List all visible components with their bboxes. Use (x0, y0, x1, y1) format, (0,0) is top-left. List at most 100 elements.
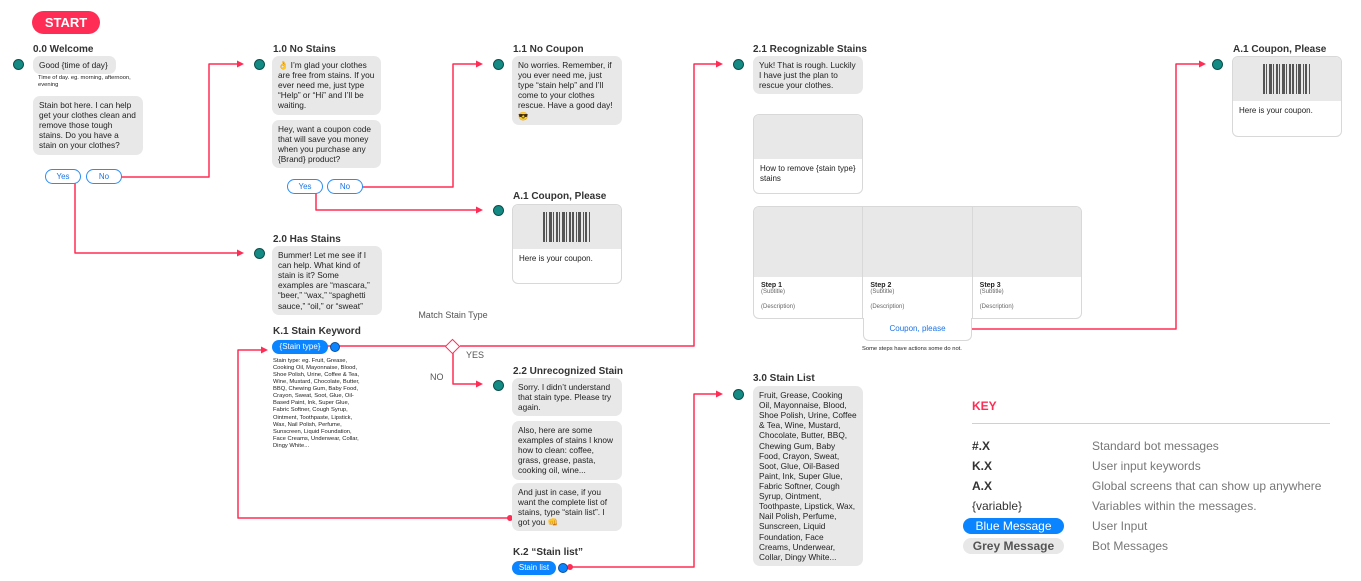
barcode-icon (542, 212, 592, 242)
wire-unrecognized-loop (237, 349, 510, 519)
node-title-stain-list-keyword: K.2 “Stain list” (513, 547, 584, 558)
step-title: Step 2 (870, 282, 892, 289)
step-subtitle: (Subtitle) (761, 289, 786, 295)
how-to-card: How to remove {stain type} stains (753, 114, 863, 194)
key-description: Standard bot messages (1092, 439, 1219, 453)
message-bubble: 👌 I’m glad your clothes are free from st… (272, 56, 381, 115)
node-title-stain-keyword: K.1 Stain Keyword (273, 326, 361, 337)
barcode-image (513, 205, 621, 249)
start-badge: START (32, 11, 100, 34)
key-title: KEY (972, 399, 997, 413)
wire-decision-yes (460, 63, 717, 347)
wire-welcome-yes (74, 177, 238, 254)
message-bubble: Also, here are some examples of stains I… (512, 421, 622, 480)
step-card: Step 2 (Subtitle) (Description) (863, 207, 973, 318)
variable-note: Time of day. eg. morning, afternoon, eve… (38, 75, 131, 89)
coupon-card: Here is your coupon. (1232, 56, 1342, 137)
node-title-no-coupon: 1.1 No Coupon (513, 44, 584, 55)
user-avatar-icon (558, 563, 568, 573)
arrowhead (1199, 60, 1206, 68)
step-title: Step 1 (761, 282, 783, 289)
steps-carousel: Step 1 (Subtitle) (Description) Step 2 (… (753, 206, 1082, 319)
message-bubble: And just in case, if you want the comple… (512, 483, 622, 532)
message-bubble: Fruit, Grease, Cooking Oil, Mayonnaise, … (753, 386, 863, 566)
key-description: Bot Messages (1092, 539, 1169, 553)
arrowhead (476, 206, 483, 214)
yes-quick-reply-button[interactable]: Yes (287, 179, 323, 194)
bot-avatar-icon (1212, 59, 1223, 70)
bot-avatar-icon (13, 59, 24, 70)
step-title: Step 3 (979, 282, 1001, 289)
arrowhead (716, 390, 723, 398)
key-description: Variables within the messages. (1092, 499, 1257, 513)
card-image-placeholder (972, 207, 1081, 277)
bot-avatar-icon (733, 389, 744, 400)
card-image-placeholder (863, 207, 972, 277)
bot-avatar-icon (493, 59, 504, 70)
node-title-welcome: 0.0 Welcome (33, 44, 94, 55)
node-title-recognizable-stains: 2.1 Recognizable Stains (753, 44, 867, 55)
yes-quick-reply-button[interactable]: Yes (45, 169, 81, 184)
node-title-coupon: A.1 Coupon, Please (513, 191, 607, 202)
arrowhead (476, 60, 483, 68)
coupon-please-action-button[interactable]: Coupon, please (863, 318, 972, 341)
bot-avatar-icon (254, 248, 265, 259)
wire-decision-no (452, 353, 477, 385)
coupon-card-text: Here is your coupon. (519, 254, 593, 263)
coupon-card: Here is your coupon. (512, 204, 622, 284)
decision-label: Match Stain Type (418, 310, 488, 320)
decision-yes-label: YES (466, 350, 485, 360)
node-title-has-stains: 2.0 Has Stains (273, 234, 341, 245)
coupon-card-text: Here is your coupon. (1239, 106, 1313, 115)
variable-note: Stain type: eg. Fruit, Grease, Cooking O… (273, 358, 360, 449)
card-image-placeholder (754, 115, 862, 159)
how-to-card-text: How to remove {stain type} stains (760, 164, 856, 183)
step-subtitle: (Subtitle) (979, 289, 1004, 295)
arrowhead (261, 346, 268, 354)
key-divider (972, 423, 1330, 424)
bot-avatar-icon (254, 59, 265, 70)
node-title-coupon: A.1 Coupon, Please (1233, 44, 1327, 55)
key-blue-message-sample: Blue Message (963, 518, 1064, 534)
message-bubble: Hey, want a coupon code that will save y… (272, 120, 381, 169)
key-symbol: A.X (972, 479, 993, 493)
card-image-placeholder (754, 207, 863, 277)
arrowhead (237, 60, 244, 68)
step-card: Step 3 (Subtitle) (Description) (972, 207, 1081, 318)
wire-nostains-no (357, 63, 477, 188)
node-title-no-stains: 1.0 No Stains (273, 44, 336, 55)
key-description: User Input (1092, 519, 1148, 533)
step-description: (Description) (979, 304, 1014, 310)
no-quick-reply-button[interactable]: No (327, 179, 363, 194)
wire-nostains-yes (315, 187, 477, 211)
barcode-image (1233, 57, 1341, 101)
arrowhead (476, 380, 483, 388)
action-note: Some steps have actions some do not. (862, 346, 962, 352)
stain-type-user-input: {Stain type} (272, 340, 328, 354)
message-bubble: Yuk! That is rough. Luckily I have just … (753, 56, 863, 95)
message-bubble: Stain bot here. I can help get your clot… (33, 96, 143, 155)
step-description: (Description) (761, 304, 796, 310)
decision-no-label: NO (430, 372, 444, 382)
key-symbol: #.X (972, 439, 991, 453)
bot-avatar-icon (733, 59, 744, 70)
message-bubble: Sorry. I didn’t understand that stain ty… (512, 378, 622, 417)
bot-avatar-icon (493, 205, 504, 216)
wire-dot (507, 515, 513, 521)
arrowhead (716, 60, 723, 68)
wire-coupon-action (958, 63, 1200, 330)
step-card: Step 1 (Subtitle) (Description) (754, 207, 864, 318)
key-symbol: K.X (972, 459, 993, 473)
step-subtitle: (Subtitle) (870, 289, 895, 295)
key-grey-message-sample: Grey Message (963, 538, 1064, 554)
wire-stainlist (570, 393, 717, 568)
step-description: (Description) (870, 304, 905, 310)
key-description: User input keywords (1092, 459, 1201, 473)
key-symbol: {variable} (972, 499, 1023, 513)
wire-dot (567, 564, 573, 570)
node-title-unrecognized-stain: 2.2 Unrecognized Stain (513, 366, 624, 377)
barcode-icon (1262, 64, 1312, 94)
arrowhead (237, 249, 244, 257)
no-quick-reply-button[interactable]: No (86, 169, 122, 184)
